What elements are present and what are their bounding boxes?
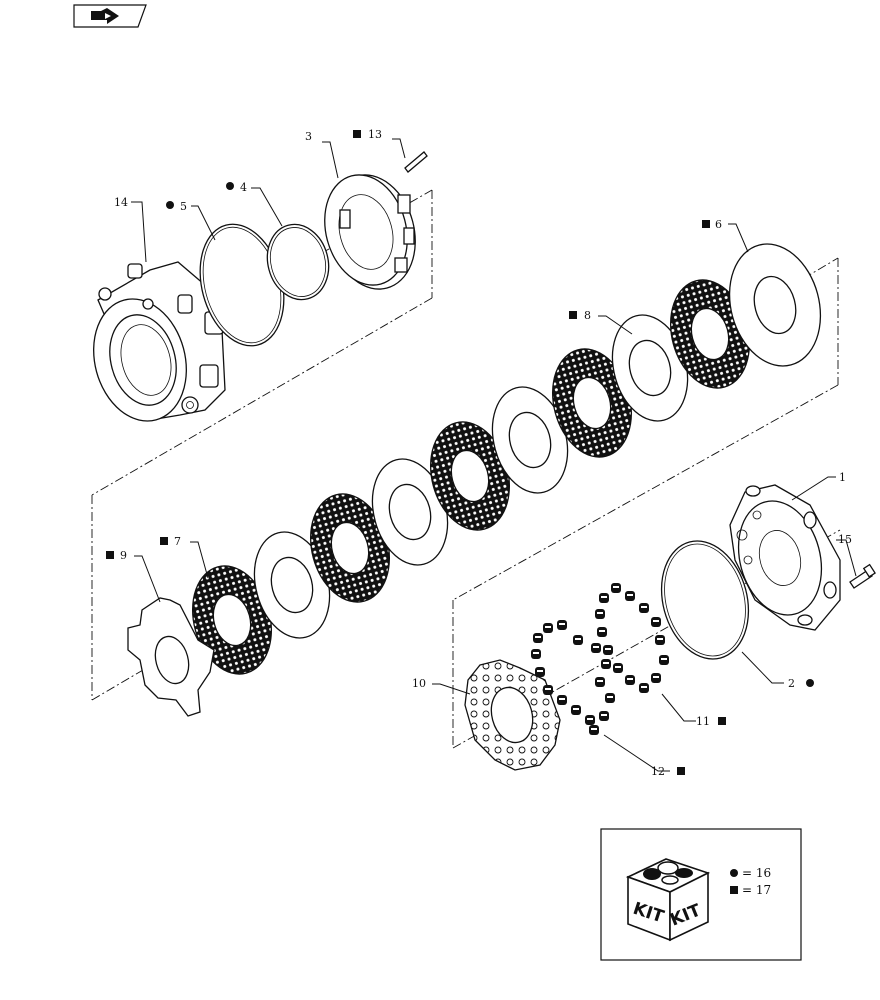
svg-text:3: 3: [305, 130, 312, 143]
circle-marker-icon: [226, 182, 234, 190]
svg-text:5: 5: [180, 200, 187, 213]
end-plate-6: [728, 243, 822, 367]
svg-text:12: 12: [651, 765, 665, 778]
svg-text:13: 13: [368, 128, 382, 141]
callout-label-3: 3: [305, 130, 312, 143]
circle-marker-icon: [806, 679, 814, 687]
svg-text:7: 7: [174, 535, 181, 548]
square-marker-icon: [730, 886, 738, 894]
legend-item-square: = 17: [730, 883, 771, 897]
svg-text:= 16: = 16: [742, 866, 771, 880]
separator-plate: [253, 531, 331, 639]
svg-text:2: 2: [788, 677, 795, 690]
perforated-plate-part: [464, 659, 561, 771]
callout-label-4: 4: [226, 181, 247, 194]
housing-part: [93, 261, 226, 422]
legend-item-circle: = 16: [730, 866, 771, 880]
bolt-part: [849, 563, 876, 589]
pin-part: [404, 151, 428, 173]
callout-label-9: 9: [106, 549, 127, 562]
friction-disc-7: [191, 565, 273, 675]
kit-legend: KIT KIT = 16 = 17: [600, 828, 802, 961]
callout-label-13: 13: [353, 128, 382, 141]
o-ring-part-2: [660, 540, 750, 660]
square-marker-icon: [160, 537, 168, 545]
square-marker-icon: [677, 767, 685, 775]
svg-text:10: 10: [412, 677, 426, 690]
callout-label-15: 15: [838, 533, 852, 546]
svg-text:9: 9: [120, 549, 127, 562]
callout-label-10: 10: [412, 677, 426, 690]
svg-text:1: 1: [839, 471, 846, 484]
square-marker-icon: [718, 717, 726, 725]
svg-text:4: 4: [240, 181, 247, 194]
callout-label-2: 2: [788, 677, 814, 690]
friction-disc: [551, 348, 633, 458]
square-marker-icon: [702, 220, 710, 228]
spring-chain-part-11: [595, 583, 669, 693]
svg-text:6: 6: [715, 218, 722, 231]
friction-disc: [309, 493, 391, 603]
piston-part: [324, 174, 416, 290]
callout-label-5: 5: [166, 200, 187, 213]
separator-plate: [371, 458, 449, 566]
callout-label-14: 14: [114, 196, 128, 209]
circle-marker-icon: [730, 869, 738, 877]
tabbed-plate-part: [127, 597, 215, 717]
svg-text:8: 8: [584, 309, 591, 322]
friction-disc: [429, 421, 511, 531]
separator-plate-8: [611, 314, 689, 422]
svg-text:= 17: = 17: [742, 883, 771, 897]
square-marker-icon: [106, 551, 114, 559]
callout-label-7: 7: [160, 535, 181, 548]
callout-label-6: 6: [702, 218, 722, 231]
callout-label-11: 11: [696, 715, 726, 728]
svg-text:15: 15: [838, 533, 852, 546]
svg-text:14: 14: [114, 196, 128, 209]
circle-marker-icon: [166, 201, 174, 209]
leader-lines: [131, 138, 857, 772]
square-marker-icon: [569, 311, 577, 319]
back-to-index-icon[interactable]: [73, 4, 147, 28]
kit-box-icon: KIT KIT: [625, 858, 711, 942]
o-ring-part-4: [266, 223, 330, 301]
callout-label-12: 12: [651, 765, 685, 778]
cover-part: [729, 484, 841, 631]
callout-label-1: 1: [839, 471, 846, 484]
callout-label-8: 8: [569, 309, 591, 322]
square-marker-icon: [353, 130, 361, 138]
separator-plate: [491, 386, 569, 494]
svg-text:11: 11: [696, 715, 710, 728]
